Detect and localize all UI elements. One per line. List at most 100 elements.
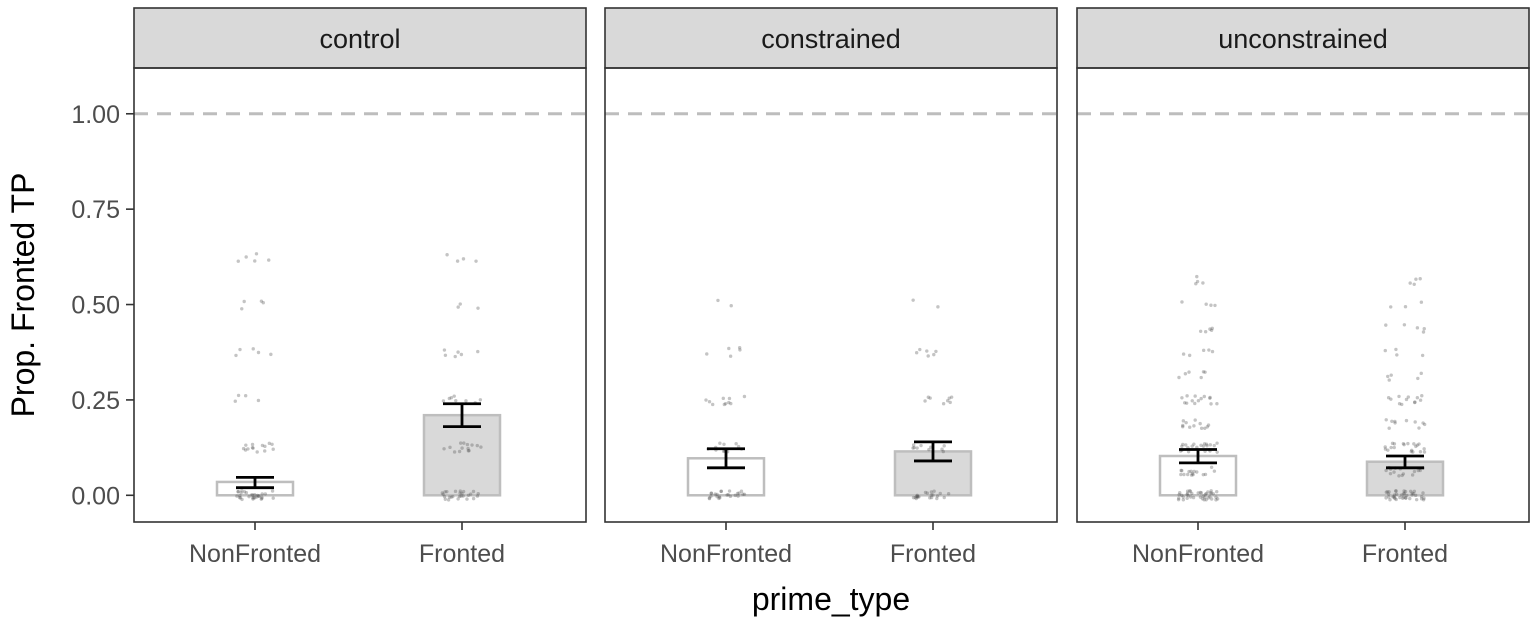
data-point xyxy=(1387,426,1391,430)
data-point xyxy=(1415,443,1419,447)
data-point xyxy=(1389,445,1393,450)
data-point xyxy=(462,441,466,445)
data-point xyxy=(1420,394,1424,398)
data-point xyxy=(250,493,254,497)
data-point xyxy=(919,443,923,448)
data-point xyxy=(1390,419,1394,423)
data-point xyxy=(1214,495,1218,499)
data-point xyxy=(1186,472,1190,477)
data-point xyxy=(464,399,468,403)
data-point xyxy=(241,446,246,451)
data-point xyxy=(1389,397,1393,401)
data-point xyxy=(260,495,264,500)
data-point xyxy=(1208,396,1212,400)
data-point xyxy=(713,492,717,496)
data-point xyxy=(926,395,931,399)
data-point xyxy=(932,352,936,357)
data-point xyxy=(912,445,916,450)
data-point xyxy=(1410,473,1415,477)
data-point xyxy=(479,445,483,449)
data-point xyxy=(916,495,920,499)
panel-frame xyxy=(604,67,1058,523)
data-point xyxy=(1386,448,1390,452)
facet-strip xyxy=(133,7,587,69)
x-tick-label: NonFronted xyxy=(189,540,321,568)
data-point xyxy=(1188,489,1193,494)
data-point xyxy=(259,299,264,303)
data-point xyxy=(737,491,741,495)
data-point xyxy=(458,489,463,493)
data-point xyxy=(461,494,465,498)
data-point xyxy=(1417,426,1421,430)
data-point xyxy=(254,252,259,256)
data-point xyxy=(1418,468,1422,473)
data-point xyxy=(735,491,740,496)
data-point xyxy=(1184,443,1188,447)
data-point xyxy=(1388,471,1393,476)
data-point xyxy=(471,496,476,501)
group-Fronted: Fronted xyxy=(419,253,505,568)
data-point xyxy=(1400,496,1405,500)
data-point xyxy=(238,494,242,498)
data-point xyxy=(1389,305,1393,309)
data-point xyxy=(1196,491,1200,495)
data-point xyxy=(1392,494,1396,499)
data-point xyxy=(443,497,448,501)
data-point xyxy=(1392,445,1396,450)
data-point xyxy=(1405,493,1409,498)
data-point xyxy=(243,394,248,398)
data-point xyxy=(1413,420,1417,424)
data-point xyxy=(911,298,915,302)
data-point xyxy=(721,396,725,401)
data-point xyxy=(940,447,944,451)
data-point xyxy=(742,492,747,496)
data-point xyxy=(1213,303,1217,308)
data-point xyxy=(736,494,740,498)
data-point xyxy=(1402,495,1406,499)
x-tick-label: NonFronted xyxy=(1132,540,1264,568)
data-point xyxy=(1419,497,1424,501)
data-point xyxy=(914,494,919,499)
data-point xyxy=(1397,402,1402,406)
data-point xyxy=(1413,400,1417,405)
data-point xyxy=(915,494,919,498)
data-point xyxy=(1403,496,1408,500)
data-point xyxy=(1183,401,1187,405)
data-point xyxy=(1402,492,1406,496)
data-point xyxy=(1215,441,1219,445)
data-point xyxy=(1202,394,1207,399)
data-point xyxy=(1393,496,1397,501)
data-point xyxy=(447,396,452,401)
data-point xyxy=(256,494,261,498)
data-point xyxy=(1207,348,1211,352)
bar xyxy=(422,413,502,497)
data-point xyxy=(256,350,261,355)
data-point xyxy=(941,449,945,454)
data-point xyxy=(1191,495,1196,500)
data-point xyxy=(1201,281,1205,285)
data-point xyxy=(1422,496,1426,500)
x-axis-title-group: prime_type xyxy=(752,581,910,617)
data-point xyxy=(1390,441,1395,446)
data-point xyxy=(446,498,451,502)
data-point xyxy=(1404,496,1408,500)
data-point xyxy=(238,347,242,352)
data-point xyxy=(739,489,744,493)
data-point xyxy=(454,398,458,403)
data-point xyxy=(1177,375,1181,380)
facet-strip-label: constrained xyxy=(761,24,901,54)
data-point xyxy=(244,255,248,259)
data-point xyxy=(1187,469,1191,474)
data-point xyxy=(923,399,927,403)
data-point xyxy=(255,495,259,499)
data-point xyxy=(1384,418,1388,422)
data-point xyxy=(441,492,445,497)
data-point xyxy=(928,396,932,400)
data-point xyxy=(1208,491,1213,495)
data-point xyxy=(915,495,920,499)
data-point xyxy=(247,494,251,499)
data-point xyxy=(1394,489,1398,493)
data-point xyxy=(718,496,722,500)
